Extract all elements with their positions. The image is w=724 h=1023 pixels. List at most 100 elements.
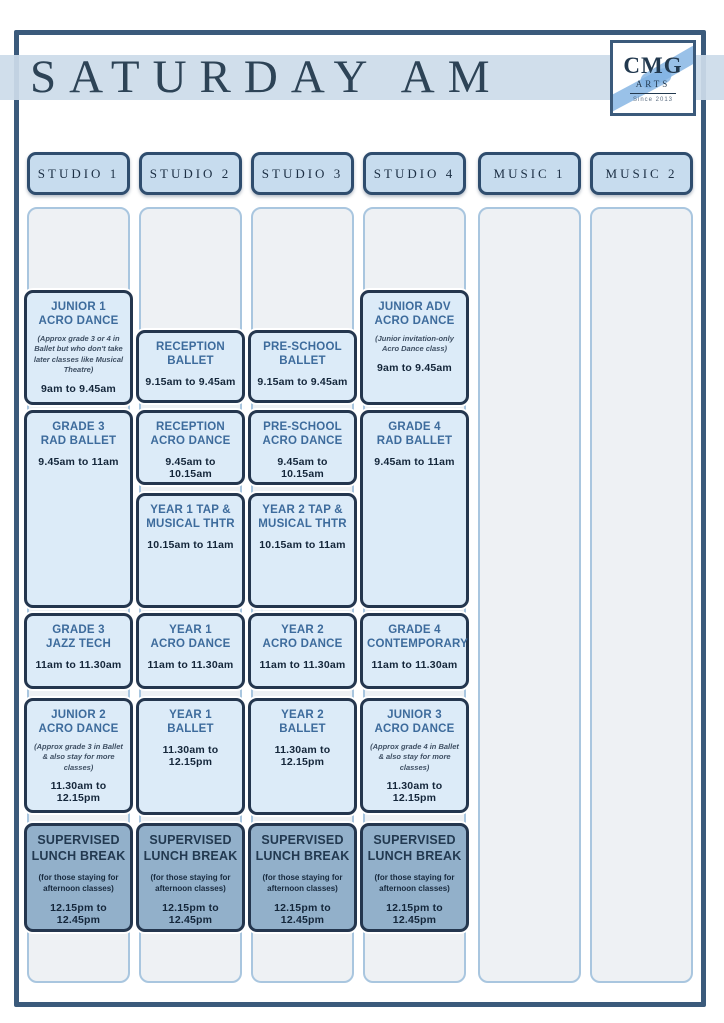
title-band: SATURDAY AM bbox=[0, 51, 724, 103]
class-time: 11am to 11.30am bbox=[371, 658, 458, 671]
column-track bbox=[590, 207, 693, 983]
class-time: 9.45am to 10.15am bbox=[277, 455, 328, 480]
column-music-2: MUSIC 2 bbox=[590, 0, 693, 1023]
column-header-label: MUSIC 1 bbox=[493, 165, 566, 181]
class-time: 11.30am to 12.15pm bbox=[162, 743, 219, 768]
logo-divider bbox=[630, 92, 676, 94]
class-time: 12.15pm to 12.45pm bbox=[50, 901, 107, 926]
class-time: 11am to 11.30am bbox=[147, 658, 234, 671]
column-track bbox=[478, 207, 581, 983]
class-time: 11am to 11.30am bbox=[259, 658, 346, 671]
class-time: 9.45am to 11am bbox=[374, 455, 455, 468]
cell-year-1-tap-musical-theatre: YEAR 1 TAP &MUSICAL THTR 10.15am to 11am bbox=[136, 493, 245, 608]
class-time: 10.15am to 11am bbox=[259, 538, 346, 551]
column-header-studio-4: STUDIO 4 bbox=[363, 152, 466, 195]
class-note: (Approx grade 3 or 4 in Ballet but who d… bbox=[33, 333, 124, 375]
column-header-studio-3: STUDIO 3 bbox=[251, 152, 354, 195]
cell-year-2-tap-musical-theatre: YEAR 2 TAP &MUSICAL THTR 10.15am to 11am bbox=[248, 493, 357, 608]
class-time: 12.15pm to 12.45pm bbox=[386, 901, 443, 926]
class-time: 9am to 9.45am bbox=[41, 382, 116, 395]
class-note: (Junior invitation-only Acro Dance class… bbox=[375, 333, 454, 354]
column-music-1: MUSIC 1 bbox=[478, 0, 581, 1023]
class-time: 9.45am to 10.15am bbox=[165, 455, 216, 480]
column-header-label: STUDIO 2 bbox=[149, 165, 232, 181]
column-header-studio-1: STUDIO 1 bbox=[27, 152, 130, 195]
logo-subtitle: ARTS bbox=[635, 78, 671, 89]
logo-name: CMG bbox=[623, 52, 683, 78]
class-time: 12.15pm to 12.45pm bbox=[274, 901, 331, 926]
column-header-studio-2: STUDIO 2 bbox=[139, 152, 242, 195]
page-title: SATURDAY AM bbox=[30, 51, 503, 103]
class-time: 12.15pm to 12.45pm bbox=[162, 901, 219, 926]
logo-since: Since 2013 bbox=[632, 96, 674, 103]
class-note: (for those staying for afternoon classes… bbox=[262, 873, 343, 894]
column-header-music-1: MUSIC 1 bbox=[478, 152, 581, 195]
class-time: 11am to 11.30am bbox=[35, 658, 122, 671]
class-time: 11.30am to 12.15pm bbox=[50, 780, 107, 805]
class-title: YEAR 2 TAP &MUSICAL THTR bbox=[258, 504, 347, 531]
class-time: 10.15am to 11am bbox=[147, 538, 234, 551]
column-header-label: STUDIO 3 bbox=[261, 165, 344, 181]
column-header-label: STUDIO 4 bbox=[373, 165, 456, 181]
class-time: 9am to 9.45am bbox=[377, 361, 452, 374]
class-time: 11.30am to 12.15pm bbox=[386, 780, 443, 805]
class-note: (Approx grade 3 in Ballet & also stay fo… bbox=[34, 741, 123, 772]
class-note: (Approx grade 4 in Ballet & also stay fo… bbox=[370, 741, 459, 772]
class-time: 11.30am to 12.15pm bbox=[274, 743, 331, 768]
class-note: (for those staying for afternoon classes… bbox=[374, 873, 455, 894]
cmg-arts-logo: CMG ARTS Since 2013 bbox=[610, 40, 696, 116]
class-note: (for those staying for afternoon classes… bbox=[38, 873, 119, 894]
column-header-label: MUSIC 2 bbox=[605, 165, 678, 181]
class-title: YEAR 1 TAP &MUSICAL THTR bbox=[146, 504, 235, 531]
class-note: (for those staying for afternoon classes… bbox=[150, 873, 231, 894]
class-time: 9.45am to 11am bbox=[38, 455, 119, 468]
class-time: 9.15am to 9.45am bbox=[145, 375, 236, 388]
column-header-music-2: MUSIC 2 bbox=[590, 152, 693, 195]
